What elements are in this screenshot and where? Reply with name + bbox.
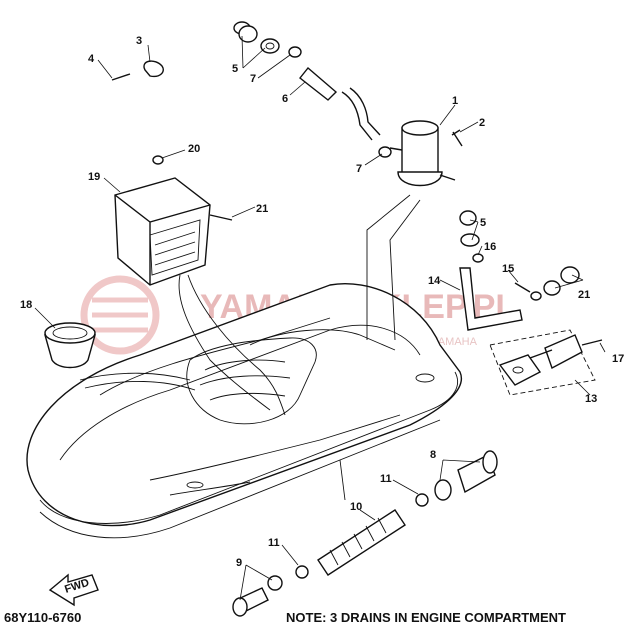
part-5-grommet-upper [233,21,280,54]
hull [26,283,463,539]
callout-8: 8 [430,449,436,461]
callout-15: 15 [502,263,514,275]
part-6-hose [299,66,381,141]
callouts: 1 2 3 4 5 5 6 7 7 8 9 10 11 11 13 14 15 … [20,35,624,569]
callout-17: 17 [612,353,624,365]
callout-6: 6 [282,93,288,105]
callout-18: 18 [20,299,32,311]
part-4-screw [111,73,131,81]
callout-2: 2 [479,117,485,129]
part-17-screw [581,339,603,346]
callout-11-lower: 11 [268,537,280,549]
part-2-screw [451,129,463,147]
part-5-grommet-middle [459,210,480,247]
callout-21-left: 21 [256,203,268,215]
part-16-clamp [472,253,484,263]
part-20-screw [152,155,164,165]
part-11-oring-upper [415,493,429,507]
callout-3: 3 [136,35,142,47]
part-10-drain-pipe [317,509,406,576]
part-8-drain-plug [434,450,498,501]
callout-16: 16 [484,241,496,253]
part-1-filter [389,120,456,187]
part-18-cup [44,322,96,369]
callout-5-middle: 5 [480,217,486,229]
callout-14: 14 [428,275,441,287]
callout-11-upper: 11 [380,473,392,485]
callout-7-lower: 7 [356,163,362,175]
watermark-logo-icon [80,275,160,355]
callout-10: 10 [350,501,362,513]
callout-5-upper: 5 [232,63,238,75]
part-21-drain-plug-right [543,266,580,296]
callout-13: 13 [585,393,597,405]
part-7-clamp-upper [288,46,302,58]
part-14-hose [459,267,523,331]
connector-lines [339,194,596,501]
drain-note: NOTE: 3 DRAINS IN ENGINE COMPARTMENT [286,610,566,625]
part-3-clip [143,60,164,78]
part-number-code: 68Y110-6760 [4,610,82,625]
callout-20: 20 [188,143,200,155]
part-7-clamp-lower [378,146,392,158]
part-15-washer [514,282,542,301]
part-21-screw-upper [209,214,233,221]
callout-7-upper: 7 [250,73,256,85]
part-19-box [114,177,211,286]
callout-21-right: 21 [578,289,590,301]
wiring [79,274,286,416]
part-13-drain-bracket [498,334,583,386]
part-11-oring-lower [295,565,309,579]
leader-lines [34,35,606,601]
fwd-arrow-icon: FWD [48,573,99,607]
callout-9: 9 [236,557,242,569]
callout-19: 19 [88,171,100,183]
callout-1: 1 [452,95,458,107]
callout-4: 4 [88,53,95,65]
